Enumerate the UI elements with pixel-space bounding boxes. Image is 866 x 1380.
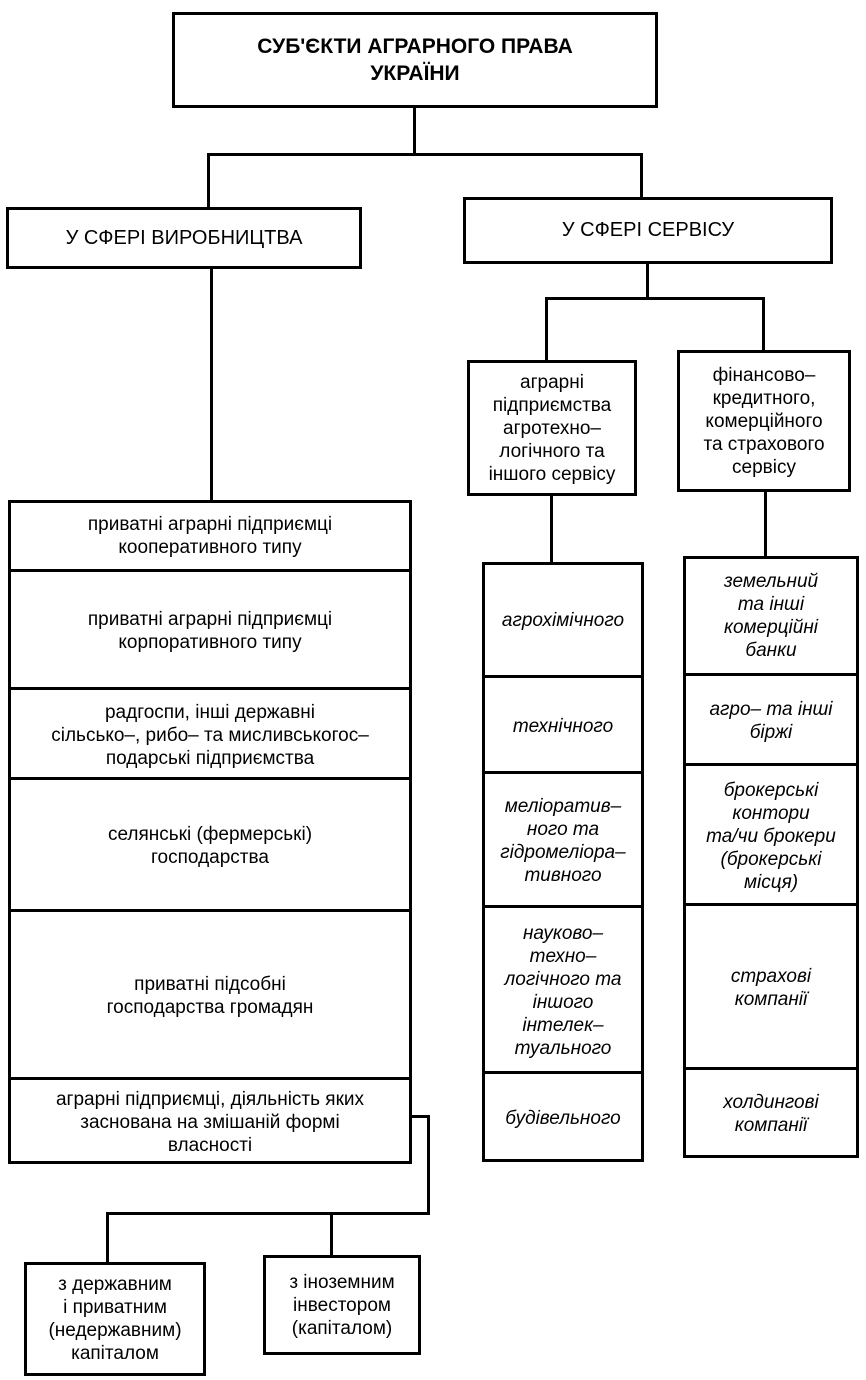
state-private-capital-box: з державним і приватним (недержавним) ка… — [24, 1262, 206, 1376]
connector-line — [550, 494, 553, 562]
connector-line — [646, 262, 649, 300]
connector-line — [413, 106, 416, 156]
list-item: холдингові компанії — [686, 1067, 856, 1158]
foreign-investor-box: з іноземним інвестором (капіталом) — [263, 1255, 421, 1355]
diagram-title: СУБ'ЄКТИ АГРАРНОГО ПРАВА УКРАЇНИ — [257, 35, 573, 85]
service-sphere-box: У СФЕРІ СЕРВІСУ — [463, 197, 833, 264]
connector-line — [106, 1212, 109, 1264]
list-item: будівельного — [485, 1071, 641, 1162]
finance-service-label: фінансово– кредитного, комерційного та с… — [703, 364, 825, 478]
agro-service-box: аграрні підприємства агротехно– логічног… — [467, 360, 637, 496]
list-item: приватні аграрні підприємці корпоративно… — [11, 569, 409, 690]
list-item: аграрні підприємці, діяльність яких засн… — [11, 1077, 409, 1164]
finance-service-list: земельний та інші комерційні банки агро–… — [683, 556, 859, 1158]
connector-line — [207, 153, 210, 207]
connector-line — [545, 297, 765, 300]
list-item: селянські (фермерські) господарства — [11, 777, 409, 912]
connector-line — [762, 297, 765, 350]
list-item: страхові компанії — [686, 903, 856, 1070]
connector-line — [427, 1115, 430, 1215]
list-item: науково– техно– логічного та іншого інте… — [485, 905, 641, 1074]
list-item: радгоспи, інші державні сільсько–, рибо–… — [11, 687, 409, 780]
title-box: СУБ'ЄКТИ АГРАРНОГО ПРАВА УКРАЇНИ — [172, 12, 658, 108]
list-item: приватні підсобні господарства громадян — [11, 909, 409, 1080]
connector-line — [210, 267, 213, 500]
finance-service-box: фінансово– кредитного, комерційного та с… — [677, 350, 851, 492]
connector-line — [640, 153, 643, 198]
production-list: приватні аграрні підприємці кооперативно… — [8, 500, 412, 1164]
production-sphere-label: У СФЕРІ ВИРОБНИЦТВА — [65, 226, 303, 249]
connector-line — [207, 153, 643, 156]
list-item: земельний та інші комерційні банки — [723, 571, 819, 661]
production-sphere-box: У СФЕРІ ВИРОБНИЦТВА — [6, 207, 362, 269]
list-item: приватні аграрні підприємці кооперативно… — [87, 514, 333, 558]
connector-line — [330, 1212, 333, 1257]
list-item: агро– та інші біржі — [686, 673, 856, 766]
connector-line — [410, 1115, 430, 1118]
connector-line — [545, 297, 548, 360]
foreign-investor-label: з іноземним інвестором (капіталом) — [289, 1271, 395, 1339]
agro-service-list: агрохімічного технічного меліоратив– ног… — [482, 562, 644, 1162]
state-private-capital-label: з державним і приватним (недержавним) ка… — [48, 1274, 182, 1364]
list-item: технічного — [485, 675, 641, 774]
list-item: агрохімічного — [501, 609, 625, 631]
list-item: меліоратив– ного та гідромеліора– тивног… — [485, 771, 641, 908]
connector-line — [764, 490, 767, 556]
service-sphere-label: У СФЕРІ СЕРВІСУ — [561, 219, 735, 241]
agro-service-label: аграрні підприємства агротехно– логічног… — [488, 371, 616, 485]
list-item: брокерські контори та/чи брокери (брокер… — [686, 763, 856, 906]
connector-line — [106, 1212, 430, 1215]
